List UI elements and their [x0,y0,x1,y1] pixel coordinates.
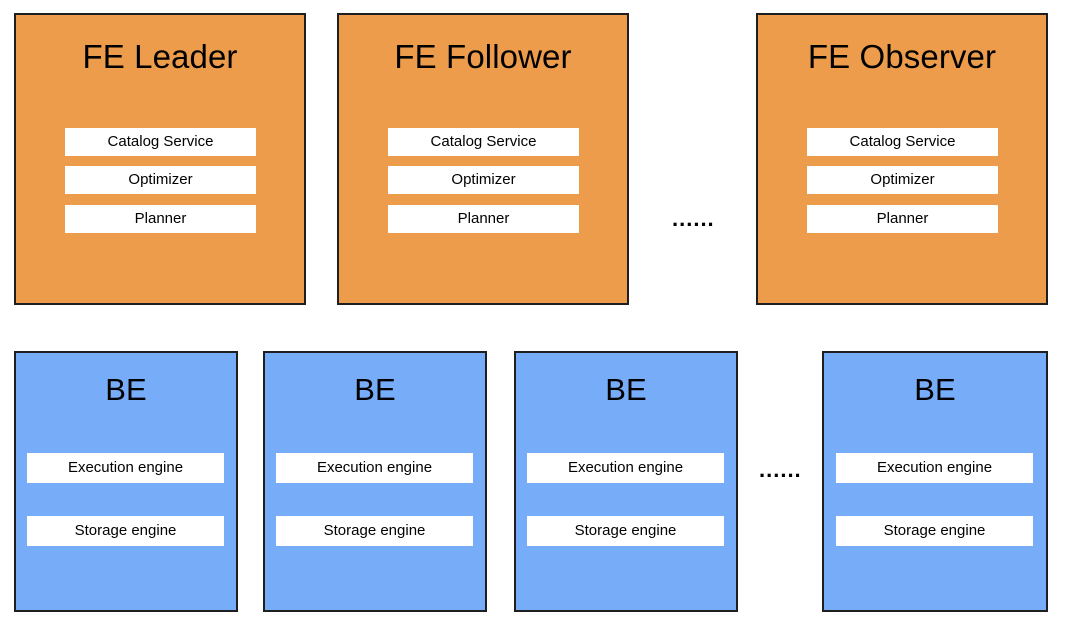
be-component-execution-engine[interactable]: Execution engine [527,453,724,483]
fe-row-ellipsis: ...... [672,206,715,231]
be-component-storage-engine[interactable]: Storage engine [527,516,724,546]
fe-component-catalog-service[interactable]: Catalog Service [807,128,998,156]
fe-component-optimizer[interactable]: Optimizer [807,166,998,194]
be-component-execution-engine[interactable]: Execution engine [276,453,473,483]
be-node-2[interactable]: BE Execution engine Storage engine [263,351,487,612]
be-row-ellipsis: ...... [759,457,802,482]
fe-node-title: FE Follower [394,38,572,75]
fe-component-catalog-service[interactable]: Catalog Service [65,128,256,156]
fe-component-planner[interactable]: Planner [65,205,256,233]
be-component-execution-engine[interactable]: Execution engine [836,453,1033,483]
fe-node-title: FE Observer [807,38,997,75]
be-node-title: BE [354,372,396,407]
fe-node-leader[interactable]: FE Leader Catalog Service Optimizer Plan… [14,13,306,305]
fe-component-planner[interactable]: Planner [388,205,579,233]
be-node-3[interactable]: BE Execution engine Storage engine [514,351,738,612]
fe-node-follower[interactable]: FE Follower Catalog Service Optimizer Pl… [337,13,629,305]
be-component-storage-engine[interactable]: Storage engine [836,516,1033,546]
be-component-storage-engine[interactable]: Storage engine [27,516,224,546]
fe-component-optimizer[interactable]: Optimizer [388,166,579,194]
be-node-title: BE [914,372,956,407]
be-component-execution-engine[interactable]: Execution engine [27,453,224,483]
be-node-title: BE [605,372,647,407]
fe-node-title: FE Leader [82,38,238,75]
fe-node-observer[interactable]: FE Observer Catalog Service Optimizer Pl… [756,13,1048,305]
be-component-storage-engine[interactable]: Storage engine [276,516,473,546]
fe-component-catalog-service[interactable]: Catalog Service [388,128,579,156]
fe-component-planner[interactable]: Planner [807,205,998,233]
be-node-1[interactable]: BE Execution engine Storage engine [14,351,238,612]
be-node-4[interactable]: BE Execution engine Storage engine [822,351,1048,612]
be-node-title: BE [105,372,147,407]
fe-component-optimizer[interactable]: Optimizer [65,166,256,194]
